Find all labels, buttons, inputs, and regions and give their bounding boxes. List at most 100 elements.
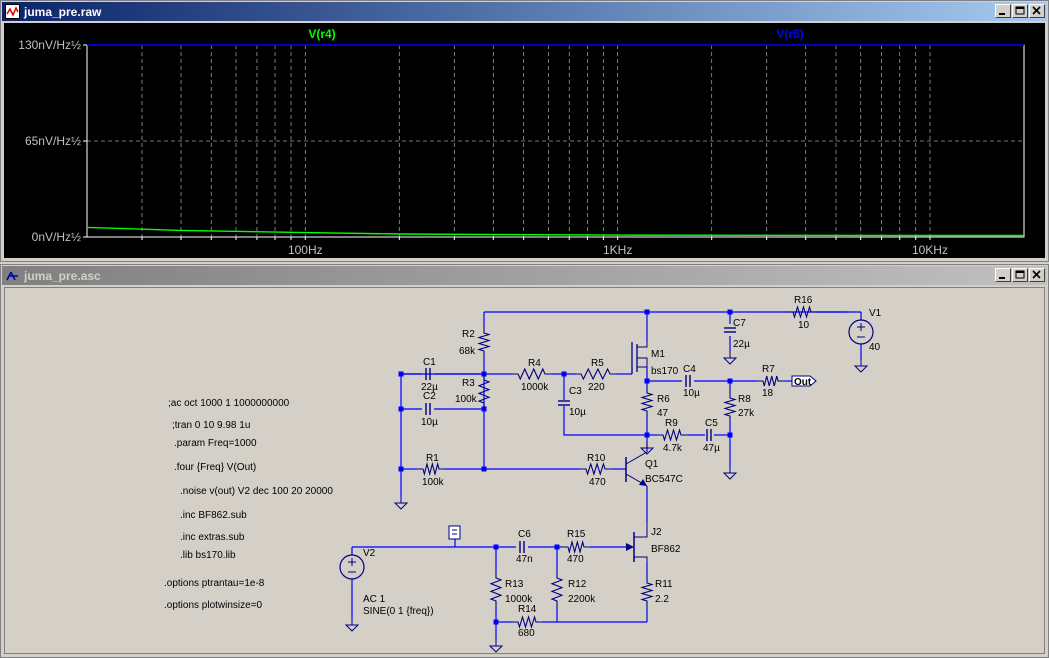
ground-symbol[interactable] bbox=[344, 619, 360, 632]
junction-dot bbox=[644, 309, 650, 315]
capacitor-c4[interactable] bbox=[685, 375, 691, 387]
maximize-button[interactable] bbox=[1012, 268, 1028, 282]
resistor-r6[interactable] bbox=[640, 387, 654, 417]
label-r10: R10 bbox=[587, 453, 606, 464]
resistor-r11[interactable] bbox=[640, 577, 654, 607]
waveform-titlebar[interactable]: juma_pre.raw bbox=[2, 2, 1047, 21]
junction-dot bbox=[727, 378, 733, 384]
voltage-source-v2[interactable] bbox=[339, 554, 365, 580]
ground-symbol[interactable] bbox=[488, 640, 504, 653]
close-button[interactable] bbox=[1029, 4, 1045, 18]
junction-dot bbox=[493, 544, 499, 550]
label-r12: R12 bbox=[568, 579, 587, 590]
junction-dot bbox=[398, 466, 404, 472]
value-r2: 68k bbox=[459, 346, 476, 357]
voltage-source-v1[interactable] bbox=[848, 319, 874, 345]
capacitor-c6[interactable] bbox=[519, 541, 525, 553]
resistor-r7[interactable] bbox=[757, 375, 784, 387]
trace-label-v-r4[interactable]: V(r4) bbox=[308, 27, 335, 41]
spice-directive[interactable]: .four {Freq} V(Out) bbox=[174, 462, 256, 473]
label-v1: V1 bbox=[869, 308, 882, 319]
value-c7: 22µ bbox=[733, 339, 750, 350]
resistor-r1[interactable] bbox=[417, 461, 445, 477]
spice-directive[interactable]: ;tran 0 10 9.98 1u bbox=[172, 420, 250, 431]
label-j2: J2 bbox=[651, 527, 662, 538]
wire[interactable] bbox=[563, 406, 647, 436]
schematic-app-icon bbox=[6, 271, 18, 281]
mosfet-m1[interactable] bbox=[631, 342, 648, 374]
value-c5: 47µ bbox=[703, 443, 720, 454]
spice-directive[interactable]: .options plotwinsize=0 bbox=[164, 600, 263, 611]
resistor-r3[interactable] bbox=[477, 374, 491, 409]
trace-label-v-r5[interactable]: V(r5) bbox=[776, 27, 803, 41]
capacitor-c3[interactable] bbox=[558, 400, 570, 406]
schematic-window-title: juma_pre.asc bbox=[24, 269, 101, 283]
maximize-button[interactable] bbox=[1012, 4, 1028, 18]
resistor-r14[interactable] bbox=[512, 615, 542, 629]
spice-directive[interactable]: .noise v(out) V2 dec 100 20 20000 bbox=[180, 486, 333, 497]
value-r14: 680 bbox=[518, 628, 535, 639]
ground-symbol[interactable] bbox=[722, 467, 738, 480]
schematic-drawing[interactable]: Out R268kR3100kR41000kR5220C310µC122µC21… bbox=[5, 288, 1046, 656]
label-c6: C6 bbox=[518, 529, 531, 540]
jfet-j2[interactable] bbox=[626, 522, 648, 562]
resistor-r10[interactable] bbox=[580, 462, 611, 476]
resistor-r8[interactable] bbox=[723, 392, 737, 422]
minimize-button[interactable] bbox=[995, 268, 1011, 282]
capacitor-c7[interactable] bbox=[724, 327, 736, 333]
minimize-button[interactable] bbox=[995, 4, 1011, 18]
value-m1: bs170 bbox=[651, 366, 679, 377]
resistor-r12[interactable] bbox=[550, 572, 564, 607]
spice-directive[interactable]: ;ac oct 1000 1 1000000000 bbox=[168, 398, 290, 409]
spice-directive[interactable]: .options ptrantau=1e-8 bbox=[164, 578, 265, 589]
trace-vr4[interactable] bbox=[86, 226, 1024, 237]
spice-directive[interactable]: .lib bs170.lib bbox=[180, 550, 236, 561]
output-port-label: Out bbox=[794, 377, 812, 388]
bjt-q1[interactable] bbox=[625, 451, 648, 487]
ground-symbol[interactable] bbox=[639, 442, 655, 455]
resistor-r2[interactable] bbox=[477, 327, 491, 357]
value-r5: 220 bbox=[588, 382, 605, 393]
value-v2-ac: AC 1 bbox=[363, 594, 386, 605]
spice-directive[interactable]: .inc BF862.sub bbox=[180, 510, 247, 521]
ground-symbol[interactable] bbox=[393, 497, 409, 510]
label-c1: C1 bbox=[423, 357, 436, 368]
ground-symbol[interactable] bbox=[853, 360, 869, 373]
junction-dot bbox=[398, 406, 404, 412]
junction-dot bbox=[561, 371, 567, 377]
output-port-flag[interactable]: Out bbox=[791, 375, 817, 388]
resistor-r4[interactable] bbox=[512, 367, 551, 381]
resistor-r16[interactable] bbox=[787, 305, 817, 319]
value-r10: 470 bbox=[589, 477, 606, 488]
label-r9: R9 bbox=[665, 418, 678, 429]
capacitor-c1[interactable] bbox=[425, 368, 431, 380]
waveform-window-title: juma_pre.raw bbox=[24, 5, 102, 19]
label-c2: C2 bbox=[423, 391, 436, 402]
resistor-r13[interactable] bbox=[489, 572, 503, 607]
schematic-titlebar[interactable]: juma_pre.asc bbox=[2, 266, 1047, 285]
ground-symbol[interactable] bbox=[722, 352, 738, 365]
close-icon bbox=[1032, 6, 1041, 15]
spice-directive[interactable]: .param Freq=1000 bbox=[174, 438, 257, 449]
x-tick-label: 1KHz bbox=[603, 243, 632, 257]
label-r2: R2 bbox=[462, 329, 475, 340]
spice-directive[interactable]: .inc extras.sub bbox=[180, 532, 245, 543]
value-r13: 1000k bbox=[505, 594, 533, 605]
resistor-r15[interactable] bbox=[562, 539, 590, 555]
label-r5: R5 bbox=[591, 358, 604, 369]
resistor-r5[interactable] bbox=[575, 367, 616, 381]
resistor-r9[interactable] bbox=[657, 428, 687, 442]
net-flag-icon[interactable] bbox=[448, 525, 461, 540]
capacitor-c5[interactable] bbox=[706, 429, 712, 441]
label-c4: C4 bbox=[683, 364, 696, 375]
junction-dot bbox=[493, 619, 499, 625]
capacitor-c2[interactable] bbox=[425, 403, 431, 415]
value-r7: 18 bbox=[762, 388, 774, 399]
close-button[interactable] bbox=[1029, 268, 1045, 282]
junction-dot bbox=[727, 432, 733, 438]
